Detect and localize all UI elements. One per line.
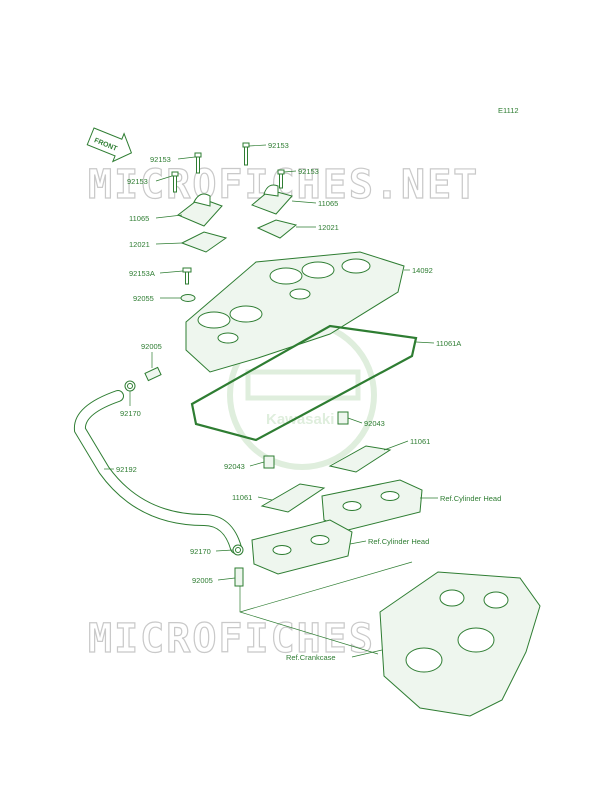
- label-11061: 11061: [410, 437, 430, 446]
- label-92192: 92192: [116, 465, 137, 474]
- clamp-92170-lower: [232, 544, 244, 556]
- plug-gasket-11061-upper: [328, 445, 392, 473]
- label-92055: 92055: [133, 294, 154, 303]
- label-11061: 11061: [232, 493, 252, 502]
- gasket-12021-left: [180, 231, 228, 253]
- camshaft-cap-right: [321, 479, 423, 531]
- label-14092: 14092: [412, 266, 433, 275]
- label-11065: 11065: [318, 199, 338, 208]
- label-92153: 92153: [127, 177, 148, 186]
- label-92153: 92153: [150, 155, 171, 164]
- label-ref-crankcase: Ref.Crankcase: [286, 653, 336, 662]
- label-92153: 92153: [298, 167, 319, 176]
- label-ref-cylinder-head: Ref.Cylinder Head: [368, 537, 429, 546]
- label-ref-cylinder-head: Ref.Cylinder Head: [440, 494, 501, 503]
- breather-cover-11065-right: [251, 184, 293, 215]
- label-92043: 92043: [364, 419, 385, 428]
- clamp-92170-upper: [124, 380, 136, 392]
- label-11061A: 11061A: [436, 339, 461, 348]
- dowel-92043-lower: [263, 455, 275, 469]
- plug-gasket-11061-lower: [260, 483, 326, 513]
- kawasaki-logo-text: Kawasaki: [266, 411, 334, 428]
- label-11065: 11065: [129, 214, 149, 223]
- bolt-92153-right-top: [242, 142, 250, 166]
- cylinder-head-cover-14092: [185, 251, 405, 373]
- bolt-92153-left-low: [171, 171, 179, 193]
- gasket-12021-right: [256, 219, 298, 239]
- bolt-92153A: [182, 267, 192, 285]
- bolt-92153-left-top: [194, 152, 202, 174]
- crankcase: [379, 571, 541, 717]
- front-arrow-icon: FRONT: [86, 127, 133, 163]
- hose-92192: [74, 391, 241, 553]
- part-labels: 92153 92153 92153 92153 11065 11065 1202…: [116, 141, 501, 662]
- label-92170: 92170: [120, 409, 141, 418]
- washer-92055: [180, 294, 196, 302]
- label-92170: 92170: [190, 547, 211, 556]
- label-92005: 92005: [192, 576, 213, 585]
- fitting-92005-upper: [144, 366, 162, 382]
- breather-cover-11065-left: [177, 193, 223, 227]
- leader-lines: [104, 144, 438, 658]
- fitting-92005-lower: [234, 567, 244, 587]
- label-12021: 12021: [318, 223, 339, 232]
- cover-gasket-11061A: [190, 324, 418, 442]
- dowel-92043-upper: [337, 411, 349, 425]
- label-92153A: 92153A: [129, 269, 155, 278]
- label-92043: 92043: [224, 462, 245, 471]
- label-92153: 92153: [268, 141, 289, 150]
- label-92005: 92005: [141, 342, 162, 351]
- camshaft-cap-left: [251, 519, 353, 575]
- figure-code: E1112: [498, 106, 519, 115]
- label-12021: 12021: [129, 240, 150, 249]
